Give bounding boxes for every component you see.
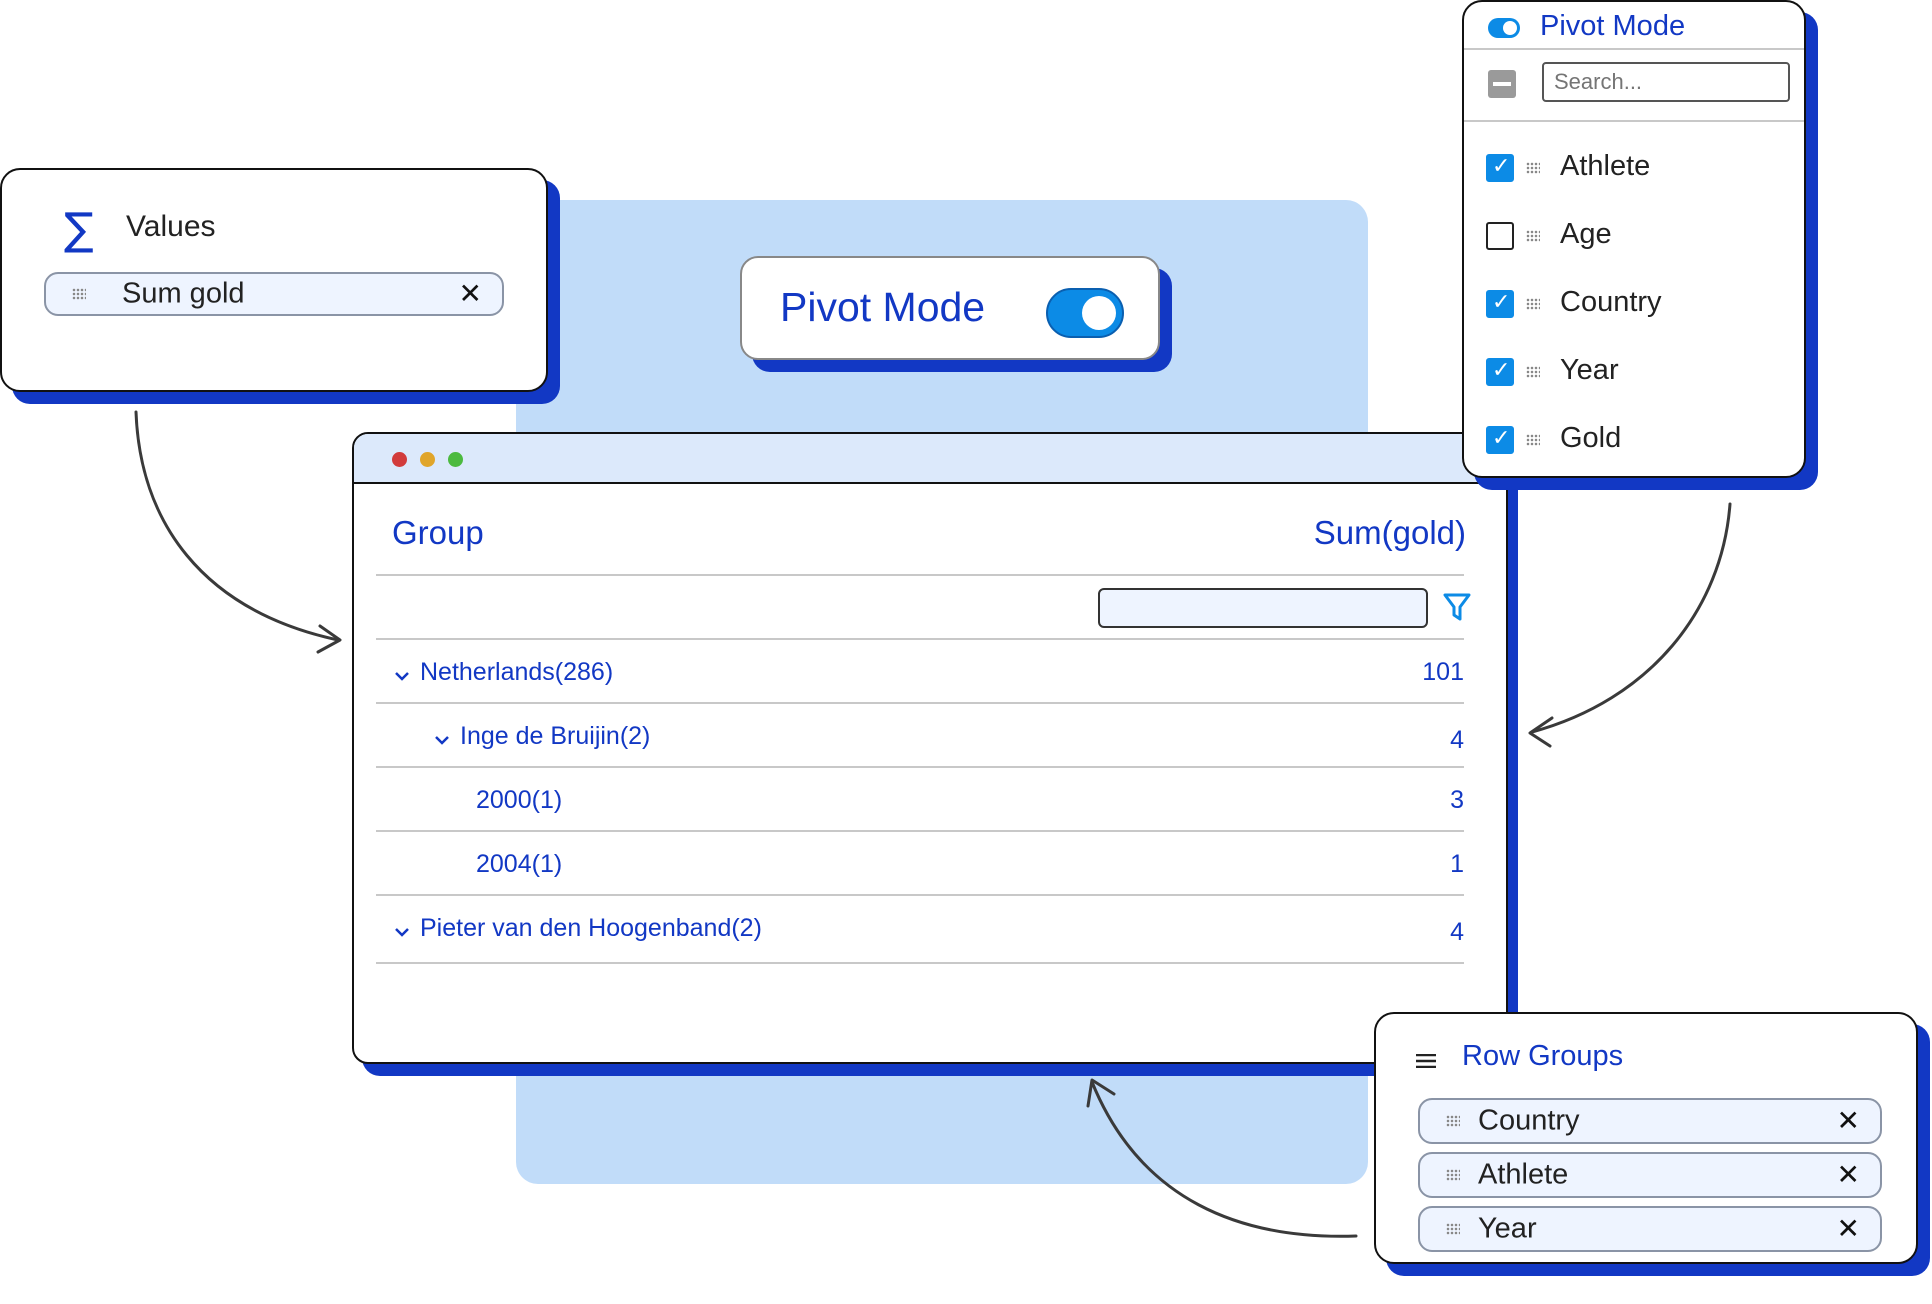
group-column-header[interactable]: Group [392, 514, 484, 551]
group-row-value: 4 [1450, 918, 1464, 946]
values-panel: ∑ Values Sum gold ✕ [0, 168, 548, 392]
chevron-down-icon[interactable] [394, 670, 410, 682]
columns-to-grid-arrow [1530, 502, 1732, 734]
divider [376, 830, 1464, 832]
divider [376, 574, 1464, 576]
chevron-down-icon[interactable] [434, 734, 450, 746]
close-icon[interactable]: ✕ [458, 277, 482, 310]
row-group-chip-label: Country [1478, 1104, 1580, 1137]
divider [376, 702, 1464, 704]
row-group-chip-label: Year [1478, 1212, 1537, 1245]
values-title: Values [126, 210, 216, 243]
maximize-dot[interactable] [448, 452, 463, 467]
column-label: Country [1560, 286, 1662, 318]
group-row-label: Inge de Bruijin(2) [460, 722, 651, 750]
divider [376, 962, 1464, 964]
row-groups-title: Row Groups [1462, 1040, 1624, 1072]
group-row-label: Pieter van den Hoogenband(2) [420, 914, 762, 942]
sigma-icon: ∑ [64, 204, 94, 255]
columns-panel: Pivot Mode Athlete Age Country Year Gold [1462, 0, 1806, 478]
window-titlebar [354, 434, 1506, 484]
drag-handle-icon[interactable] [1526, 366, 1540, 378]
divider [1464, 120, 1804, 122]
row-groups-panel: Row Groups Country ✕ Athlete ✕ Year ✕ [1374, 1012, 1918, 1264]
sum-gold-column-header[interactable]: Sum(gold) [1313, 514, 1466, 551]
drag-handle-icon[interactable] [1526, 434, 1540, 446]
column-checkbox-gold[interactable] [1486, 426, 1514, 454]
toggle-knob [1082, 296, 1116, 330]
close-icon[interactable]: ✕ [1836, 1212, 1860, 1245]
floating-filter-input[interactable] [1098, 588, 1428, 628]
chevron-down-icon[interactable] [394, 926, 410, 938]
column-checkbox-country[interactable] [1486, 290, 1514, 318]
column-label: Gold [1560, 422, 1622, 454]
column-search-input[interactable] [1542, 62, 1790, 102]
menu-lines-icon [1416, 1054, 1436, 1068]
column-label: Year [1560, 354, 1619, 386]
divider [1464, 48, 1804, 50]
close-icon[interactable]: ✕ [1836, 1104, 1860, 1137]
leaf-row-label: 2000(1) [476, 786, 563, 814]
drag-handle-icon[interactable] [1526, 230, 1540, 242]
group-row-value: 101 [1422, 658, 1464, 686]
column-checkbox-age[interactable] [1486, 222, 1514, 250]
drag-handle-icon[interactable] [1526, 298, 1540, 310]
drag-handle-icon[interactable] [1446, 1223, 1460, 1235]
values-to-grid-arrow [134, 410, 340, 642]
row-group-chip-label: Athlete [1478, 1158, 1569, 1191]
column-label: Age [1560, 218, 1612, 250]
pivot-mode-label: Pivot Mode [780, 284, 986, 330]
columns-panel-pivot-label: Pivot Mode [1540, 10, 1686, 42]
divider [376, 766, 1464, 768]
filter-icon[interactable] [1442, 590, 1472, 624]
divider [376, 894, 1464, 896]
column-checkbox-athlete[interactable] [1486, 154, 1514, 182]
group-row-value: 4 [1450, 726, 1464, 754]
rowgroups-to-grid-arrow [1090, 1080, 1358, 1238]
leaf-row-value: 3 [1450, 786, 1464, 814]
pivot-mode-toggle-small[interactable] [1488, 18, 1520, 38]
pivot-mode-toggle[interactable] [1046, 288, 1124, 338]
drag-handle-icon[interactable] [1446, 1115, 1460, 1127]
close-icon[interactable]: ✕ [1836, 1158, 1860, 1191]
leaf-row-value: 1 [1450, 850, 1464, 878]
column-checkbox-year[interactable] [1486, 358, 1514, 386]
row-group-chip[interactable]: Athlete ✕ [1418, 1152, 1882, 1198]
row-group-chip[interactable]: Country ✕ [1418, 1098, 1882, 1144]
value-chip-label: Sum gold [122, 277, 245, 310]
column-label: Athlete [1560, 150, 1651, 182]
close-dot[interactable] [392, 452, 407, 467]
row-group-chip[interactable]: Year ✕ [1418, 1206, 1882, 1252]
group-row-label: Netherlands(286) [420, 658, 614, 686]
drag-handle-icon[interactable] [1526, 162, 1540, 174]
minimize-dot[interactable] [420, 452, 435, 467]
drag-handle-icon[interactable] [72, 288, 86, 300]
drag-handle-icon[interactable] [1446, 1169, 1460, 1181]
leaf-row-label: 2004(1) [476, 850, 563, 878]
divider [376, 638, 1464, 640]
grid-window: Group Sum(gold) Netherlands(286) 101 Ing… [352, 432, 1508, 1064]
pivot-mode-card: Pivot Mode [740, 256, 1160, 360]
select-all-checkbox[interactable] [1488, 70, 1516, 98]
value-chip[interactable]: Sum gold ✕ [44, 272, 504, 316]
